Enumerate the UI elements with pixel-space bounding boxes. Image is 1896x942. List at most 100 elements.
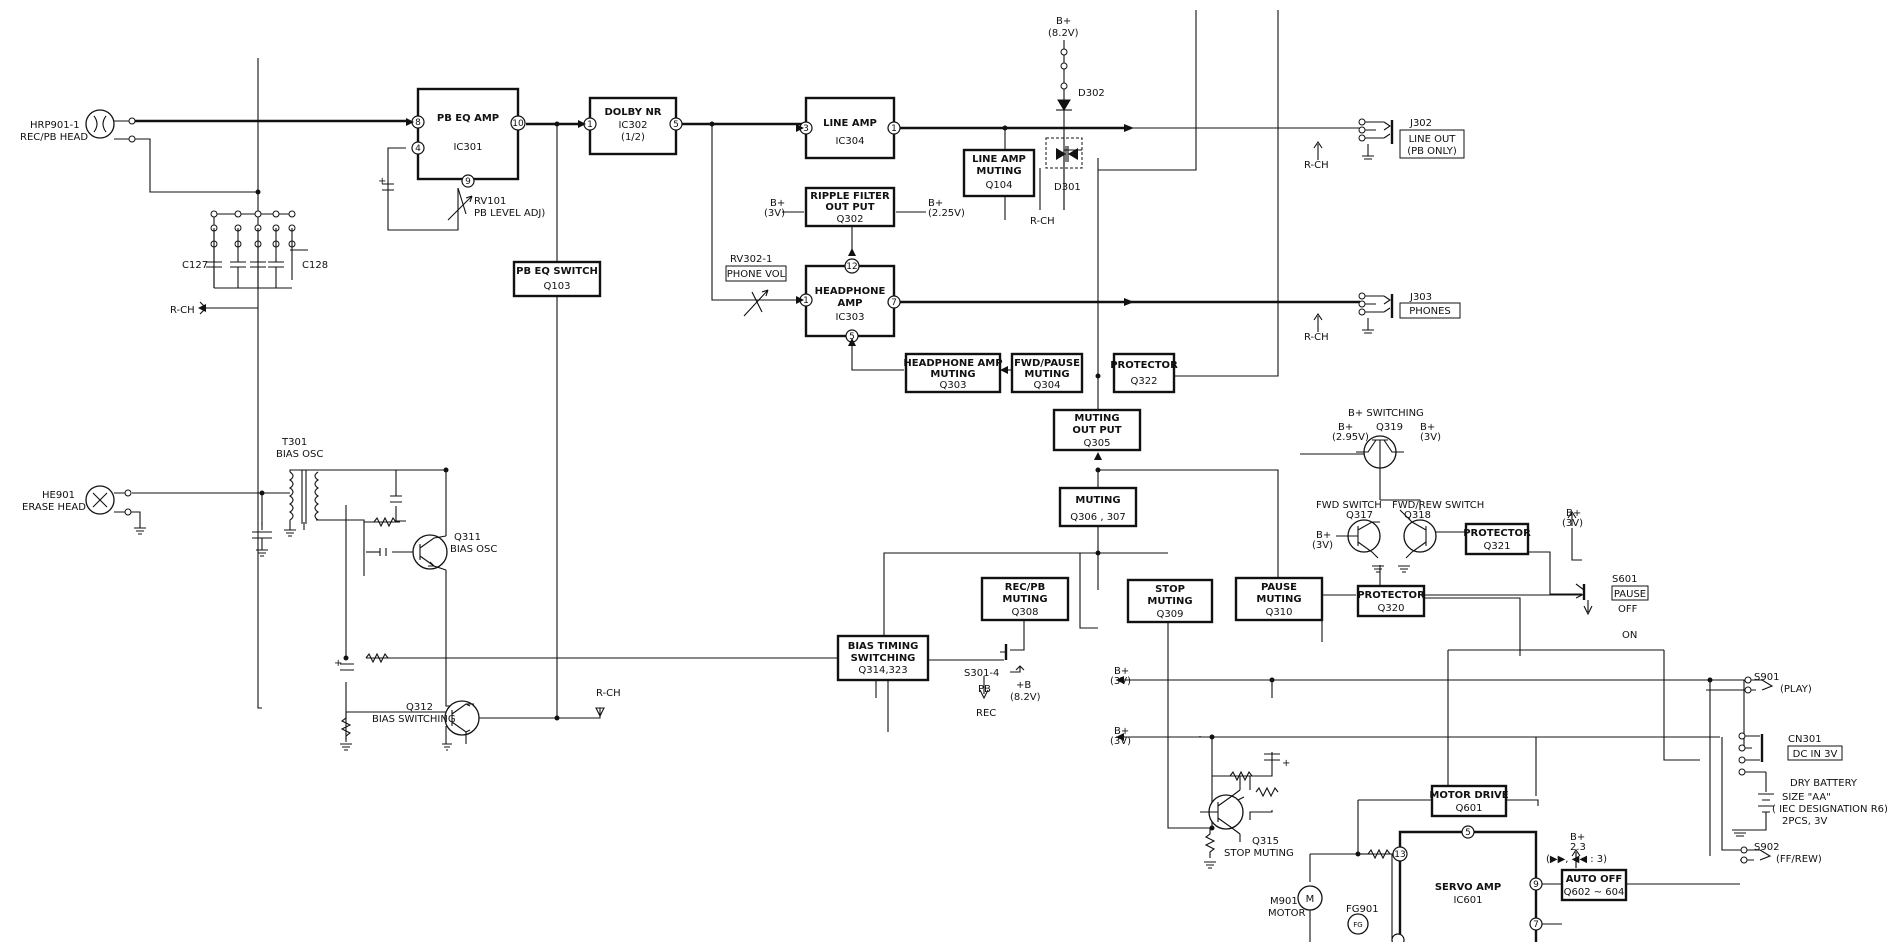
rch-label-j302: R-CH [1304, 160, 1329, 171]
svg-text:HEADPHONE: HEADPHONE [815, 286, 886, 297]
s301-label: S301-4 [964, 668, 999, 679]
bias-osc-transformer [252, 469, 319, 557]
he901-label: HE901 [42, 490, 75, 501]
svg-text:(PB ONLY): (PB ONLY) [1407, 146, 1457, 157]
svg-text:+: + [378, 176, 386, 187]
switch-s601 [1567, 511, 1593, 616]
svg-text:MUTING: MUTING [1024, 369, 1069, 380]
svg-text:7: 7 [891, 298, 897, 308]
fg901-generator: FG [1347, 913, 1405, 942]
jack-j302 [1313, 118, 1394, 160]
svg-text:IC304: IC304 [835, 136, 864, 147]
svg-text:13: 13 [1394, 850, 1405, 860]
block-dolby-nr: DOLBY NR IC302 (1/2) [588, 96, 678, 156]
v295-label: (2.95V) [1332, 432, 1369, 443]
rec-label: REC [976, 708, 996, 719]
d301-label: D301 [1054, 182, 1081, 193]
phones-box: PHONES [1399, 302, 1461, 319]
svg-text:Q314,323: Q314,323 [858, 665, 907, 676]
dry-battery-symbol [1732, 772, 1774, 837]
b23-label: 2.3 [1570, 842, 1586, 853]
svg-text:9: 9 [1533, 880, 1539, 890]
block-pb-eq-amp: PB EQ AMP IC301 [416, 87, 520, 181]
svg-text:DOLBY NR: DOLBY NR [604, 107, 661, 118]
block-line-amp-muting: LINE AMP MUTING Q104 [962, 148, 1036, 198]
svg-text:3: 3 [803, 124, 809, 134]
svg-text:LINE AMP: LINE AMP [972, 154, 1026, 165]
off-label: OFF [1618, 604, 1638, 615]
capacitor-c-feedback: + [378, 176, 394, 191]
bplus-23-label: B+ [1570, 832, 1585, 843]
transistor-q312 [442, 700, 480, 751]
svg-text:MOTOR DRIVE: MOTOR DRIVE [1429, 790, 1508, 801]
svg-text:MUTING: MUTING [1002, 594, 1047, 605]
svg-text:REC/PB: REC/PB [1005, 582, 1045, 593]
svg-text:Q305: Q305 [1084, 438, 1111, 449]
bplus-rail1-label: B+ [1114, 666, 1129, 677]
svg-text:9: 9 [465, 177, 471, 187]
bplus-295-label: B+ [1338, 422, 1353, 433]
block-headphone-amp-muting: HEADPHONE AMP MUTING Q303 [903, 352, 1003, 394]
b23-note-label: (▶▶, ◀◀ : 3) [1546, 854, 1607, 865]
c128-label: C128 [302, 260, 328, 271]
bplus-225-label: B+ [928, 198, 943, 209]
bplus-3v-label: B+ [770, 198, 785, 209]
transistor-q317 [1336, 519, 1384, 573]
svg-text:5: 5 [849, 332, 855, 342]
j303-label: J303 [1409, 292, 1432, 303]
block-protector-q322: PROTECTOR Q322 [1110, 352, 1178, 394]
bplus-q321-label: B+ [1566, 508, 1581, 519]
svg-text:MUTING: MUTING [1256, 594, 1301, 605]
rch-label-left: R-CH [170, 305, 195, 316]
svg-text:SERVO AMP: SERVO AMP [1435, 882, 1501, 893]
dry-battery-label: DRY BATTERY [1790, 778, 1858, 789]
t301-label: T301 [281, 437, 307, 448]
switch-s901 [1706, 676, 1774, 694]
svg-text:IC601: IC601 [1453, 895, 1482, 906]
svg-text:PAUSE: PAUSE [1261, 582, 1297, 593]
bplus-q317-label: B+ [1316, 530, 1331, 541]
svg-text:1: 1 [891, 124, 897, 134]
q315-label: Q315 [1252, 836, 1279, 847]
svg-text:Q306 , 307: Q306 , 307 [1070, 512, 1126, 523]
svg-text:5: 5 [1465, 828, 1471, 838]
svg-text:OUT PUT: OUT PUT [825, 202, 874, 213]
svg-text:HEADPHONE AMP: HEADPHONE AMP [903, 358, 1002, 369]
motor-m901: M [1297, 885, 1323, 942]
svg-text:AMP: AMP [837, 298, 862, 309]
bias-switching-network: + [334, 652, 605, 751]
svg-text:Q601: Q601 [1456, 803, 1483, 814]
svg-text:LINE AMP: LINE AMP [823, 118, 877, 129]
svg-text:+: + [1282, 758, 1290, 769]
rv101-label: RV101 [474, 196, 506, 207]
svg-text:Q302: Q302 [837, 214, 864, 225]
auto-off-switch [1571, 849, 1581, 868]
d302-label: D302 [1078, 88, 1105, 99]
block-title: PB EQ AMP [437, 113, 499, 124]
svg-text:Q303: Q303 [940, 380, 967, 391]
svg-text:MUTING: MUTING [976, 166, 1021, 177]
size-aa-label: SIZE "AA" [1782, 792, 1831, 803]
block-sub: IC301 [453, 142, 482, 153]
transistor-q315: + [1200, 753, 1290, 869]
s601-label: S601 [1612, 574, 1637, 585]
svg-text:MUTING: MUTING [1074, 413, 1119, 424]
svg-text:Q309: Q309 [1157, 609, 1184, 620]
v3-q321-label: (3V) [1562, 518, 1583, 529]
svg-text:1: 1 [803, 296, 809, 306]
arrows [198, 118, 1134, 741]
j302-label: J302 [1409, 118, 1432, 129]
block-auto-off: AUTO OFF Q602 ~ 604 [1560, 868, 1628, 902]
hrp901-label: HRP901-1 [30, 120, 80, 131]
erase-head-label: ERASE HEAD [22, 502, 86, 513]
motor-label: MOTOR [1268, 908, 1305, 919]
rv302-potentiometer [743, 289, 769, 317]
svg-text:1: 1 [587, 120, 593, 130]
rec-pb-head-symbol [85, 109, 136, 143]
rv302-label: RV302-1 [730, 254, 772, 265]
block-ripple-filter: RIPPLE FILTER OUT PUT Q302 [804, 186, 896, 228]
rch-label-d301: R-CH [1030, 216, 1055, 227]
v225-label: (2.25V) [928, 208, 965, 219]
svg-text:PROTECTOR: PROTECTOR [1110, 360, 1178, 371]
q312-label: Q312 [406, 702, 433, 713]
